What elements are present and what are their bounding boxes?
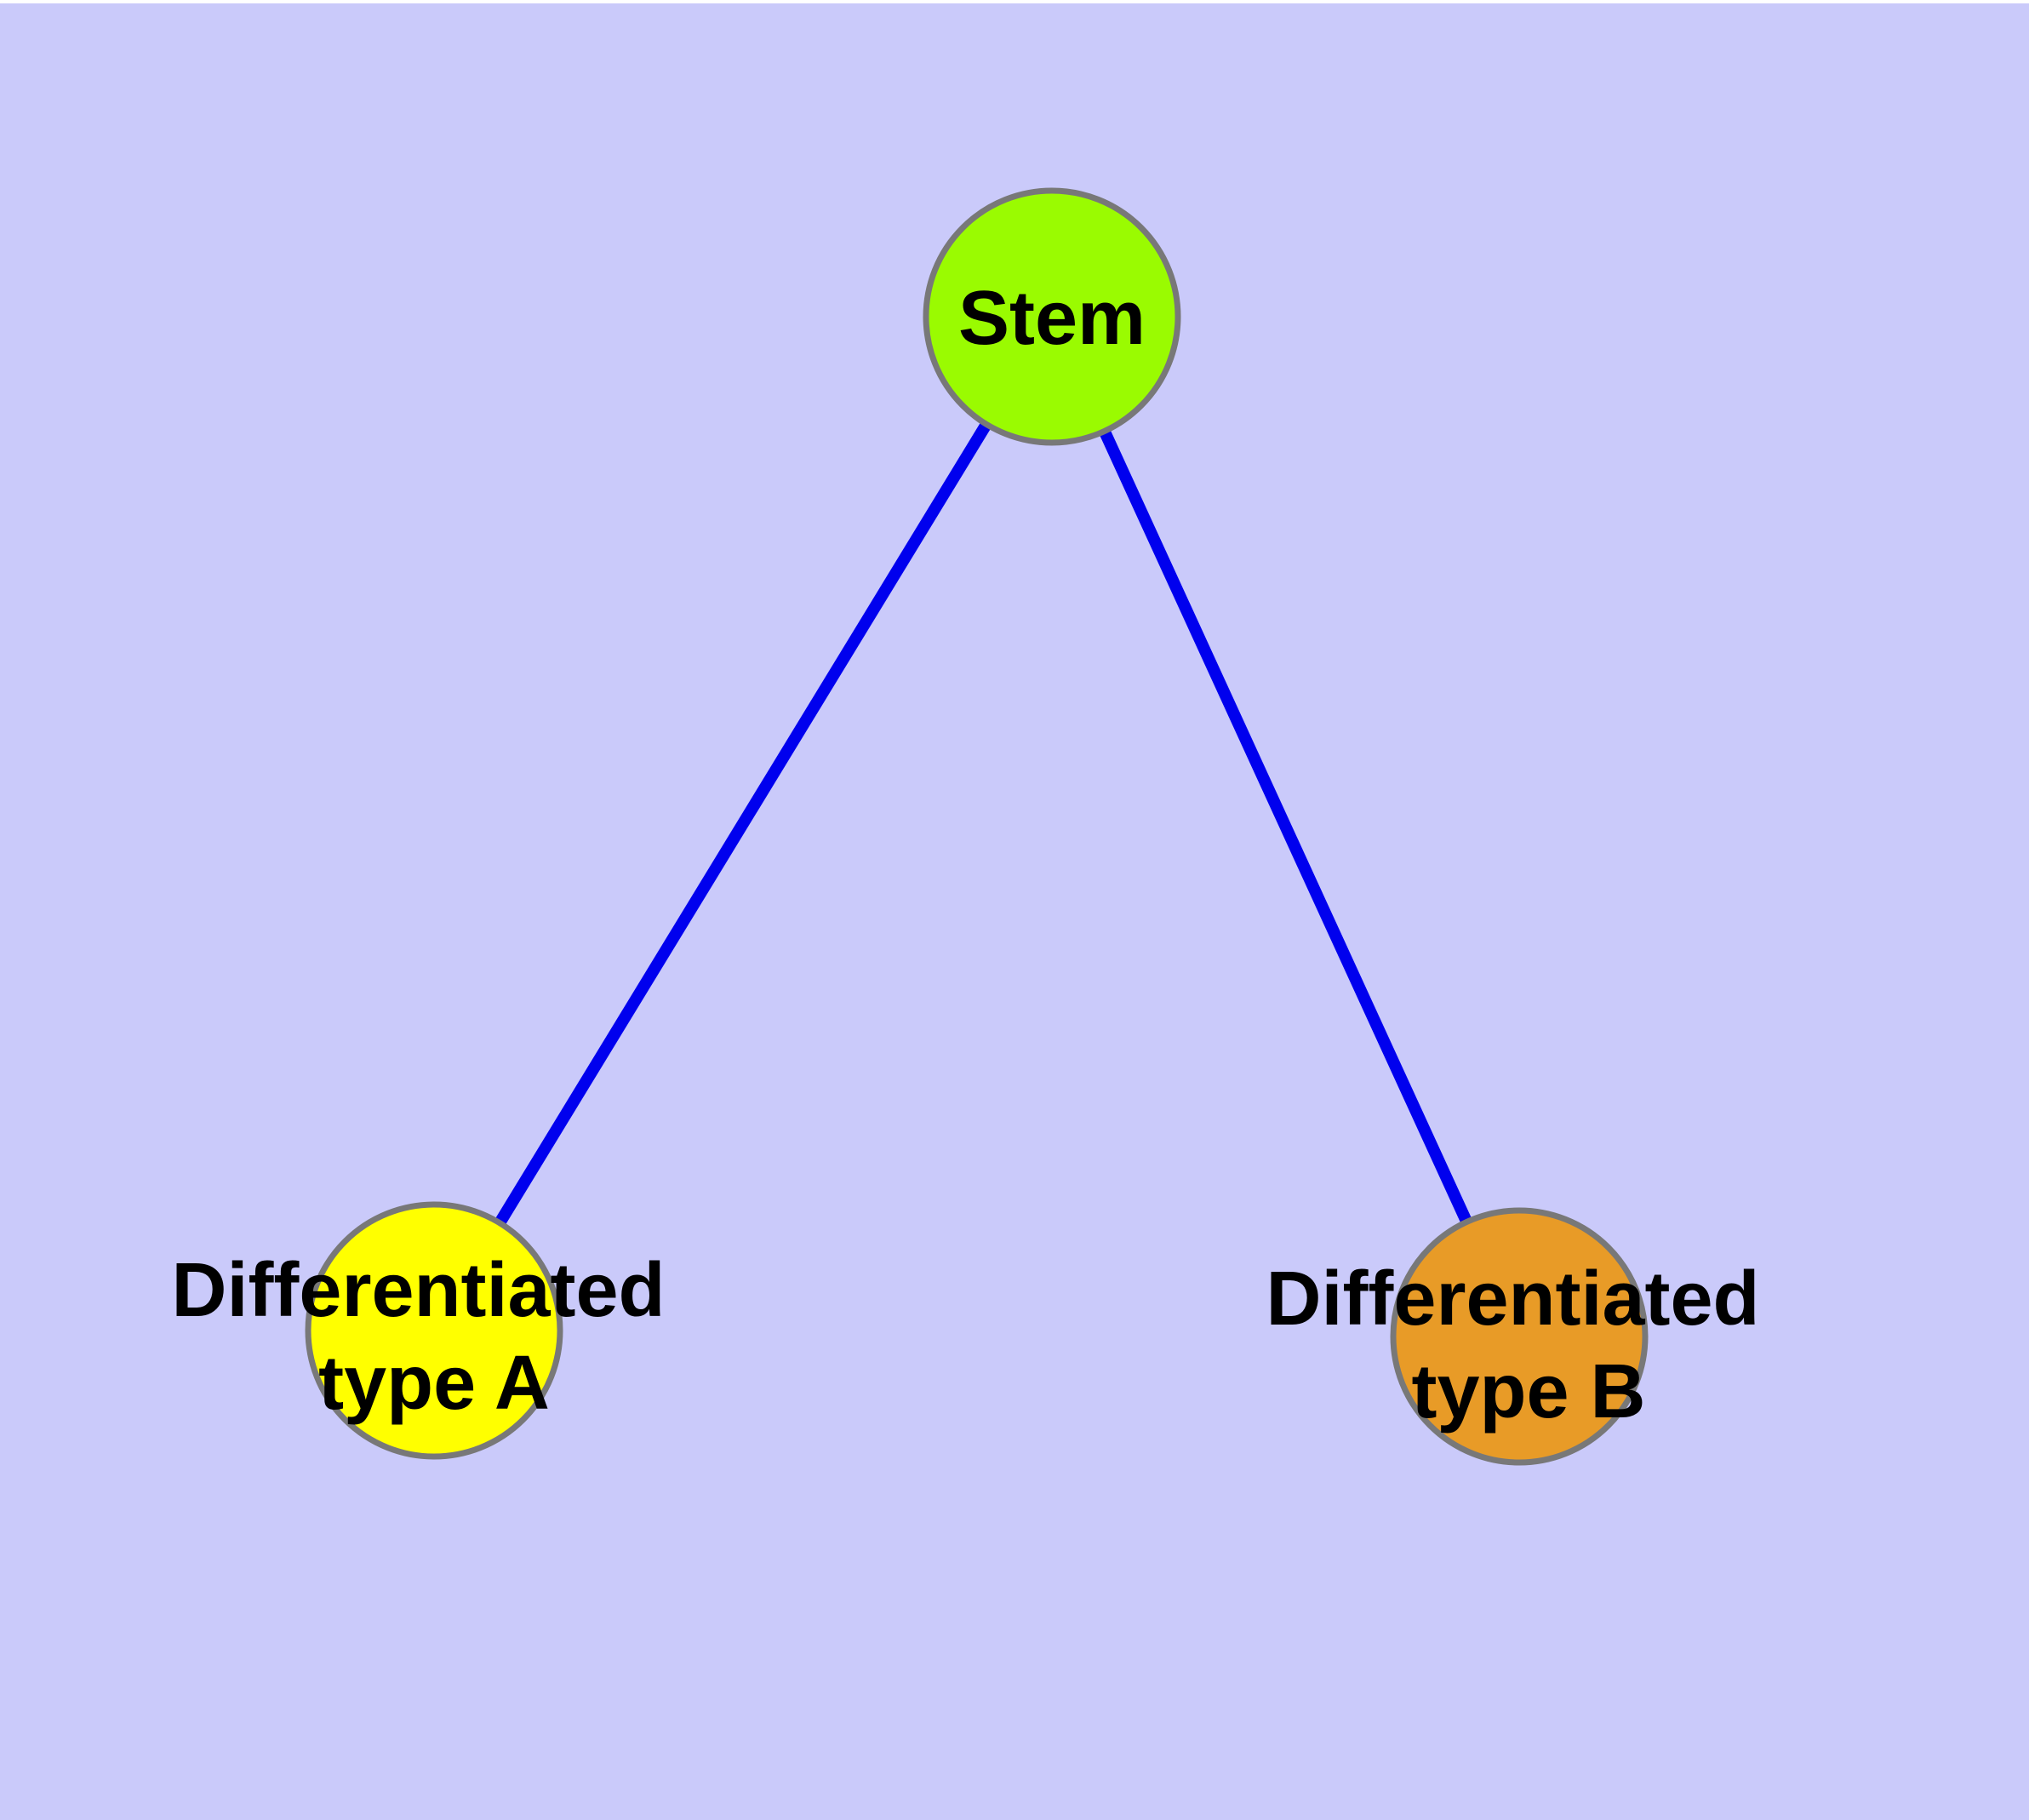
node-type-a-label-line2: type A — [318, 1341, 550, 1426]
node-stem-label: Stem — [958, 276, 1146, 361]
node-type-b-label-line1: Differentiated — [1266, 1256, 1759, 1342]
node-type-a-circle — [305, 1201, 563, 1460]
node-type-b-label-line2: type B — [1411, 1349, 1645, 1434]
node-type-b: Differentiated type B — [1266, 1207, 1780, 1466]
node-type-a-label-line1: Differentiated — [171, 1248, 665, 1333]
node-type-a-label: Differentiated type A — [171, 1248, 686, 1426]
node-type-a: Differentiated type A — [171, 1201, 686, 1460]
node-type-b-label: Differentiated type B — [1266, 1256, 1780, 1434]
edge-stem-to-type-a — [429, 313, 1057, 1334]
node-stem-circle — [923, 187, 1181, 446]
node-type-b-circle — [1390, 1207, 1649, 1466]
edge-stem-to-type-b — [1046, 314, 1525, 1339]
node-stem: Stem — [923, 187, 1181, 446]
